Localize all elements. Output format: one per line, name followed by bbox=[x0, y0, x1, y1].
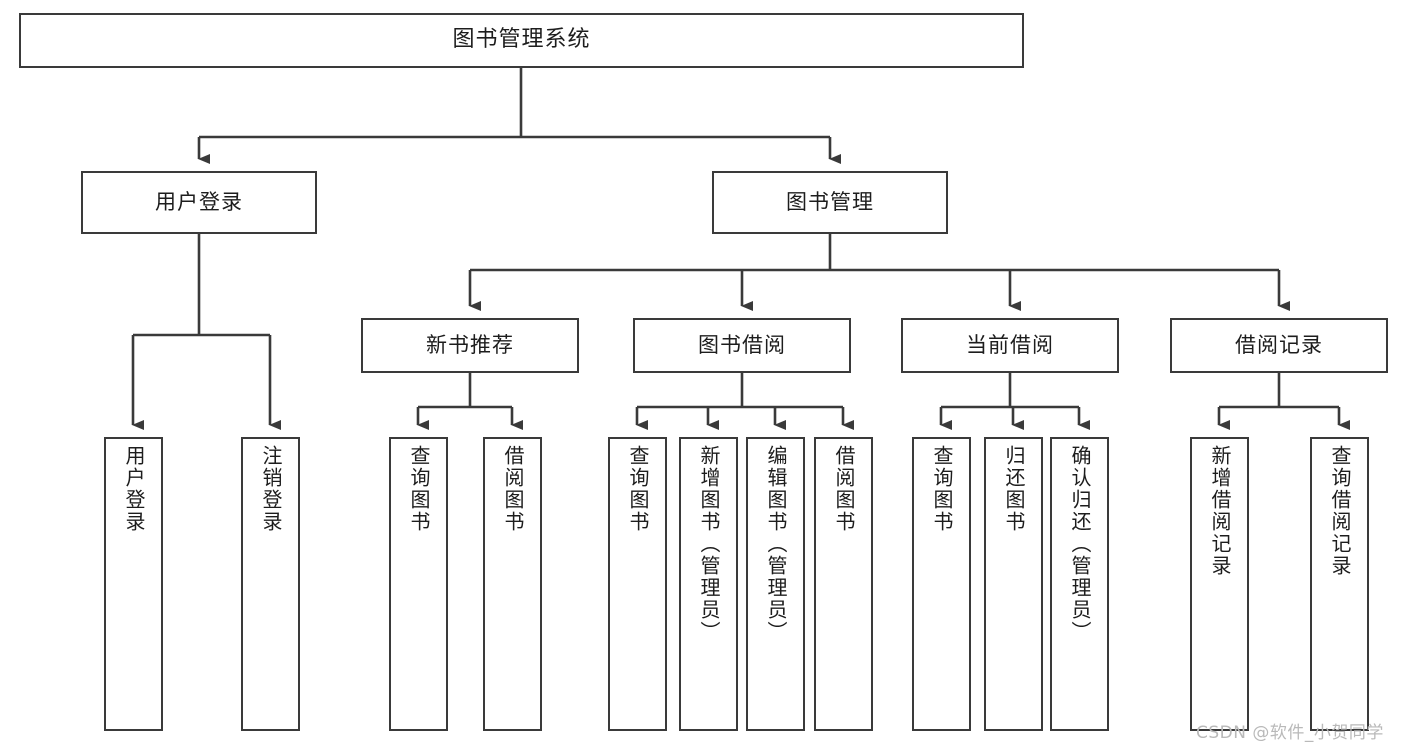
leaf-user-login-label: 用户登录 bbox=[122, 445, 146, 533]
leaf-query-books-current[interactable]: 查询图书 bbox=[912, 437, 971, 731]
node-book-borrow-label: 图书借阅 bbox=[698, 332, 786, 357]
leaf-user-login[interactable]: 用户登录 bbox=[104, 437, 163, 731]
leaf-borrow-books-recommend-label: 借阅图书 bbox=[501, 445, 525, 533]
leaf-confirm-return-admin-label: 确认归还（管理员） bbox=[1068, 445, 1092, 643]
csdn-watermark: CSDN @软件_小贺同学 bbox=[1196, 723, 1384, 743]
node-user-login[interactable]: 用户登录 bbox=[81, 171, 317, 234]
leaf-add-book-admin-label: 新增图书（管理员） bbox=[697, 445, 721, 643]
leaf-return-book-label: 归还图书 bbox=[1002, 445, 1026, 533]
leaf-logout-login[interactable]: 注销登录 bbox=[241, 437, 300, 731]
node-user-login-label: 用户登录 bbox=[155, 189, 243, 214]
node-borrow-records[interactable]: 借阅记录 bbox=[1170, 318, 1388, 373]
node-new-book-recommendation[interactable]: 新书推荐 bbox=[361, 318, 579, 373]
leaf-query-books-recommend-label: 查询图书 bbox=[407, 445, 431, 533]
leaf-query-books-recommend[interactable]: 查询图书 bbox=[389, 437, 448, 731]
node-book-management[interactable]: 图书管理 bbox=[712, 171, 948, 234]
node-new-book-recommendation-label: 新书推荐 bbox=[426, 332, 514, 357]
node-current-borrow-label: 当前借阅 bbox=[966, 332, 1054, 357]
leaf-edit-book-admin[interactable]: 编辑图书（管理员） bbox=[746, 437, 805, 731]
leaf-query-borrow-record-label: 查询借阅记录 bbox=[1328, 445, 1352, 577]
node-book-management-label: 图书管理 bbox=[786, 189, 874, 214]
leaf-edit-book-admin-label: 编辑图书（管理员） bbox=[764, 445, 788, 643]
leaf-query-books-current-label: 查询图书 bbox=[930, 445, 954, 533]
leaf-query-books-borrow-label: 查询图书 bbox=[626, 445, 650, 533]
leaf-add-borrow-record[interactable]: 新增借阅记录 bbox=[1190, 437, 1249, 731]
leaf-query-borrow-record[interactable]: 查询借阅记录 bbox=[1310, 437, 1369, 731]
node-borrow-records-label: 借阅记录 bbox=[1235, 332, 1323, 357]
node-root-label: 图书管理系统 bbox=[452, 27, 591, 53]
node-current-borrow[interactable]: 当前借阅 bbox=[901, 318, 1119, 373]
leaf-borrow-books-recommend[interactable]: 借阅图书 bbox=[483, 437, 542, 731]
leaf-return-book[interactable]: 归还图书 bbox=[984, 437, 1043, 731]
leaf-borrow-book-label: 借阅图书 bbox=[832, 445, 856, 533]
leaf-confirm-return-admin[interactable]: 确认归还（管理员） bbox=[1050, 437, 1109, 731]
node-root-book-management-system[interactable]: 图书管理系统 bbox=[19, 13, 1024, 68]
leaf-borrow-book[interactable]: 借阅图书 bbox=[814, 437, 873, 731]
leaf-logout-login-label: 注销登录 bbox=[259, 445, 283, 533]
node-book-borrow[interactable]: 图书借阅 bbox=[633, 318, 851, 373]
leaf-query-books-borrow[interactable]: 查询图书 bbox=[608, 437, 667, 731]
leaf-add-borrow-record-label: 新增借阅记录 bbox=[1208, 445, 1232, 577]
leaf-add-book-admin[interactable]: 新增图书（管理员） bbox=[679, 437, 738, 731]
